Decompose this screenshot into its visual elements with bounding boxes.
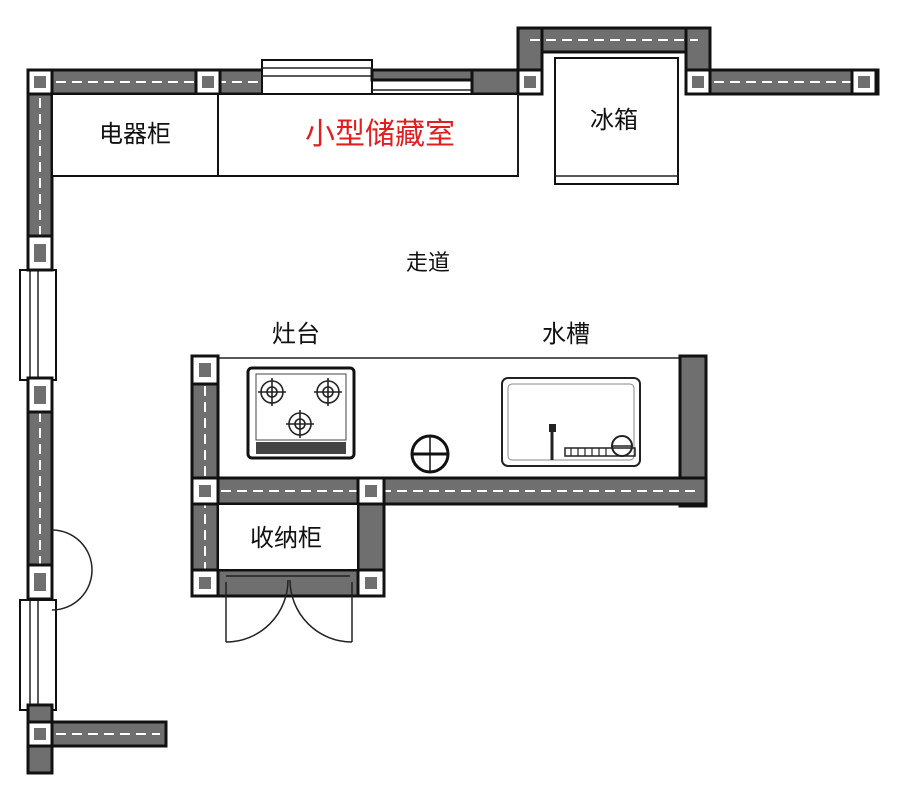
label-appliance-cabinet: 电器柜 xyxy=(99,120,171,148)
pillar-top-left-inner xyxy=(34,76,46,88)
pillars xyxy=(26,68,878,748)
pillar-top-right-inner xyxy=(858,76,870,88)
island-counter xyxy=(190,354,708,643)
storage-cabinet-box xyxy=(217,503,359,571)
label-small-storage-room: 小型储藏室 xyxy=(305,117,455,152)
pillar-fridge-left-inner xyxy=(524,76,536,88)
room-labels: 电器柜 小型储藏室 冰箱 走道 灶台 水槽 收纳柜 xyxy=(99,106,638,552)
stove-icon xyxy=(246,366,356,460)
appliance-cabinet-box xyxy=(51,93,219,177)
window-top-frame xyxy=(261,59,373,95)
door-swing-left xyxy=(51,529,93,611)
pillar-left-3-inner xyxy=(34,573,46,591)
pillar-bottom-left-inner xyxy=(34,728,46,740)
pillar-top-2 xyxy=(194,68,222,96)
pillar-top-right xyxy=(850,68,878,96)
pillar-island-bl-inner xyxy=(199,485,211,497)
sink-icon xyxy=(501,377,641,467)
pillar-storage-br-inner xyxy=(365,577,377,589)
trash-bin-icon xyxy=(410,434,450,474)
pillar-left-2-inner xyxy=(34,386,46,404)
label-sink: 水槽 xyxy=(542,320,590,348)
storage-room-box xyxy=(217,93,519,177)
pillar-island-tl-inner xyxy=(199,363,211,377)
top-cabinets xyxy=(51,57,679,185)
pillar-island-mid xyxy=(356,476,386,506)
label-fridge: 冰箱 xyxy=(590,106,638,134)
pillar-left-1-inner xyxy=(34,244,46,262)
wall-top-mid-thin xyxy=(370,68,474,82)
pillar-storage-bl-inner xyxy=(199,577,211,589)
label-stove: 灶台 xyxy=(272,320,320,348)
pillar-island-bl xyxy=(190,476,220,506)
pillar-island-mid-inner xyxy=(365,485,377,497)
fridge-box xyxy=(554,57,679,185)
pillar-fridge-right-inner xyxy=(692,76,704,88)
storage-double-door xyxy=(225,579,353,643)
label-corridor: 走道 xyxy=(406,251,450,276)
pillar-top-2-inner xyxy=(202,76,214,88)
label-storage-cabinet: 收纳柜 xyxy=(250,524,322,552)
